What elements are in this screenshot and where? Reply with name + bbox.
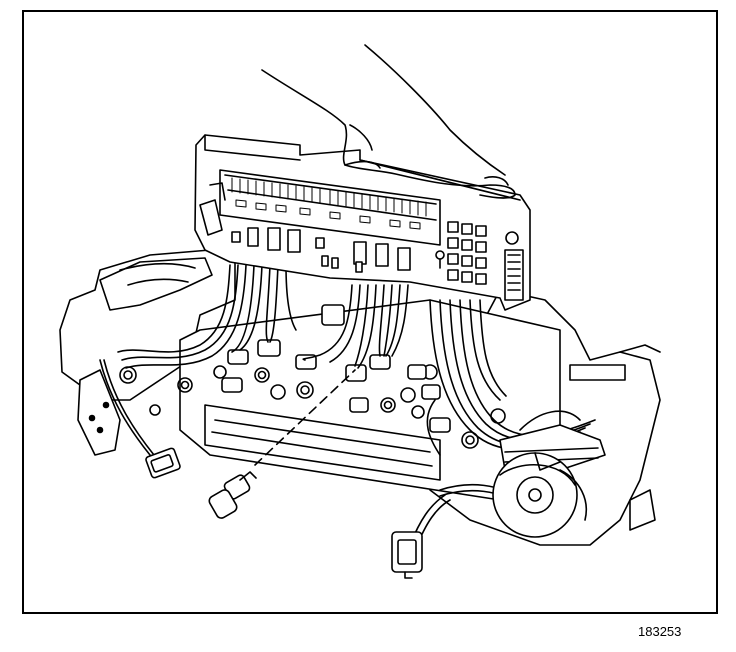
odometer-wheel <box>493 453 586 537</box>
left-connector-assembly <box>78 360 181 478</box>
figure-number: 183253 <box>638 624 681 639</box>
hand-right <box>262 45 515 198</box>
removed-bulb <box>207 370 355 520</box>
display-module-segments <box>232 178 426 229</box>
board-chips <box>232 228 410 272</box>
bulb-holders <box>222 305 450 432</box>
circuit-board <box>195 135 530 310</box>
left-ribbon-harness <box>118 265 296 368</box>
bulb-sockets <box>120 365 505 448</box>
edge-connector <box>505 250 523 300</box>
lower-lens <box>205 405 440 480</box>
button-grid <box>448 222 486 284</box>
bottom-right-connector <box>392 532 422 578</box>
center-ribbon-harness <box>303 285 408 368</box>
